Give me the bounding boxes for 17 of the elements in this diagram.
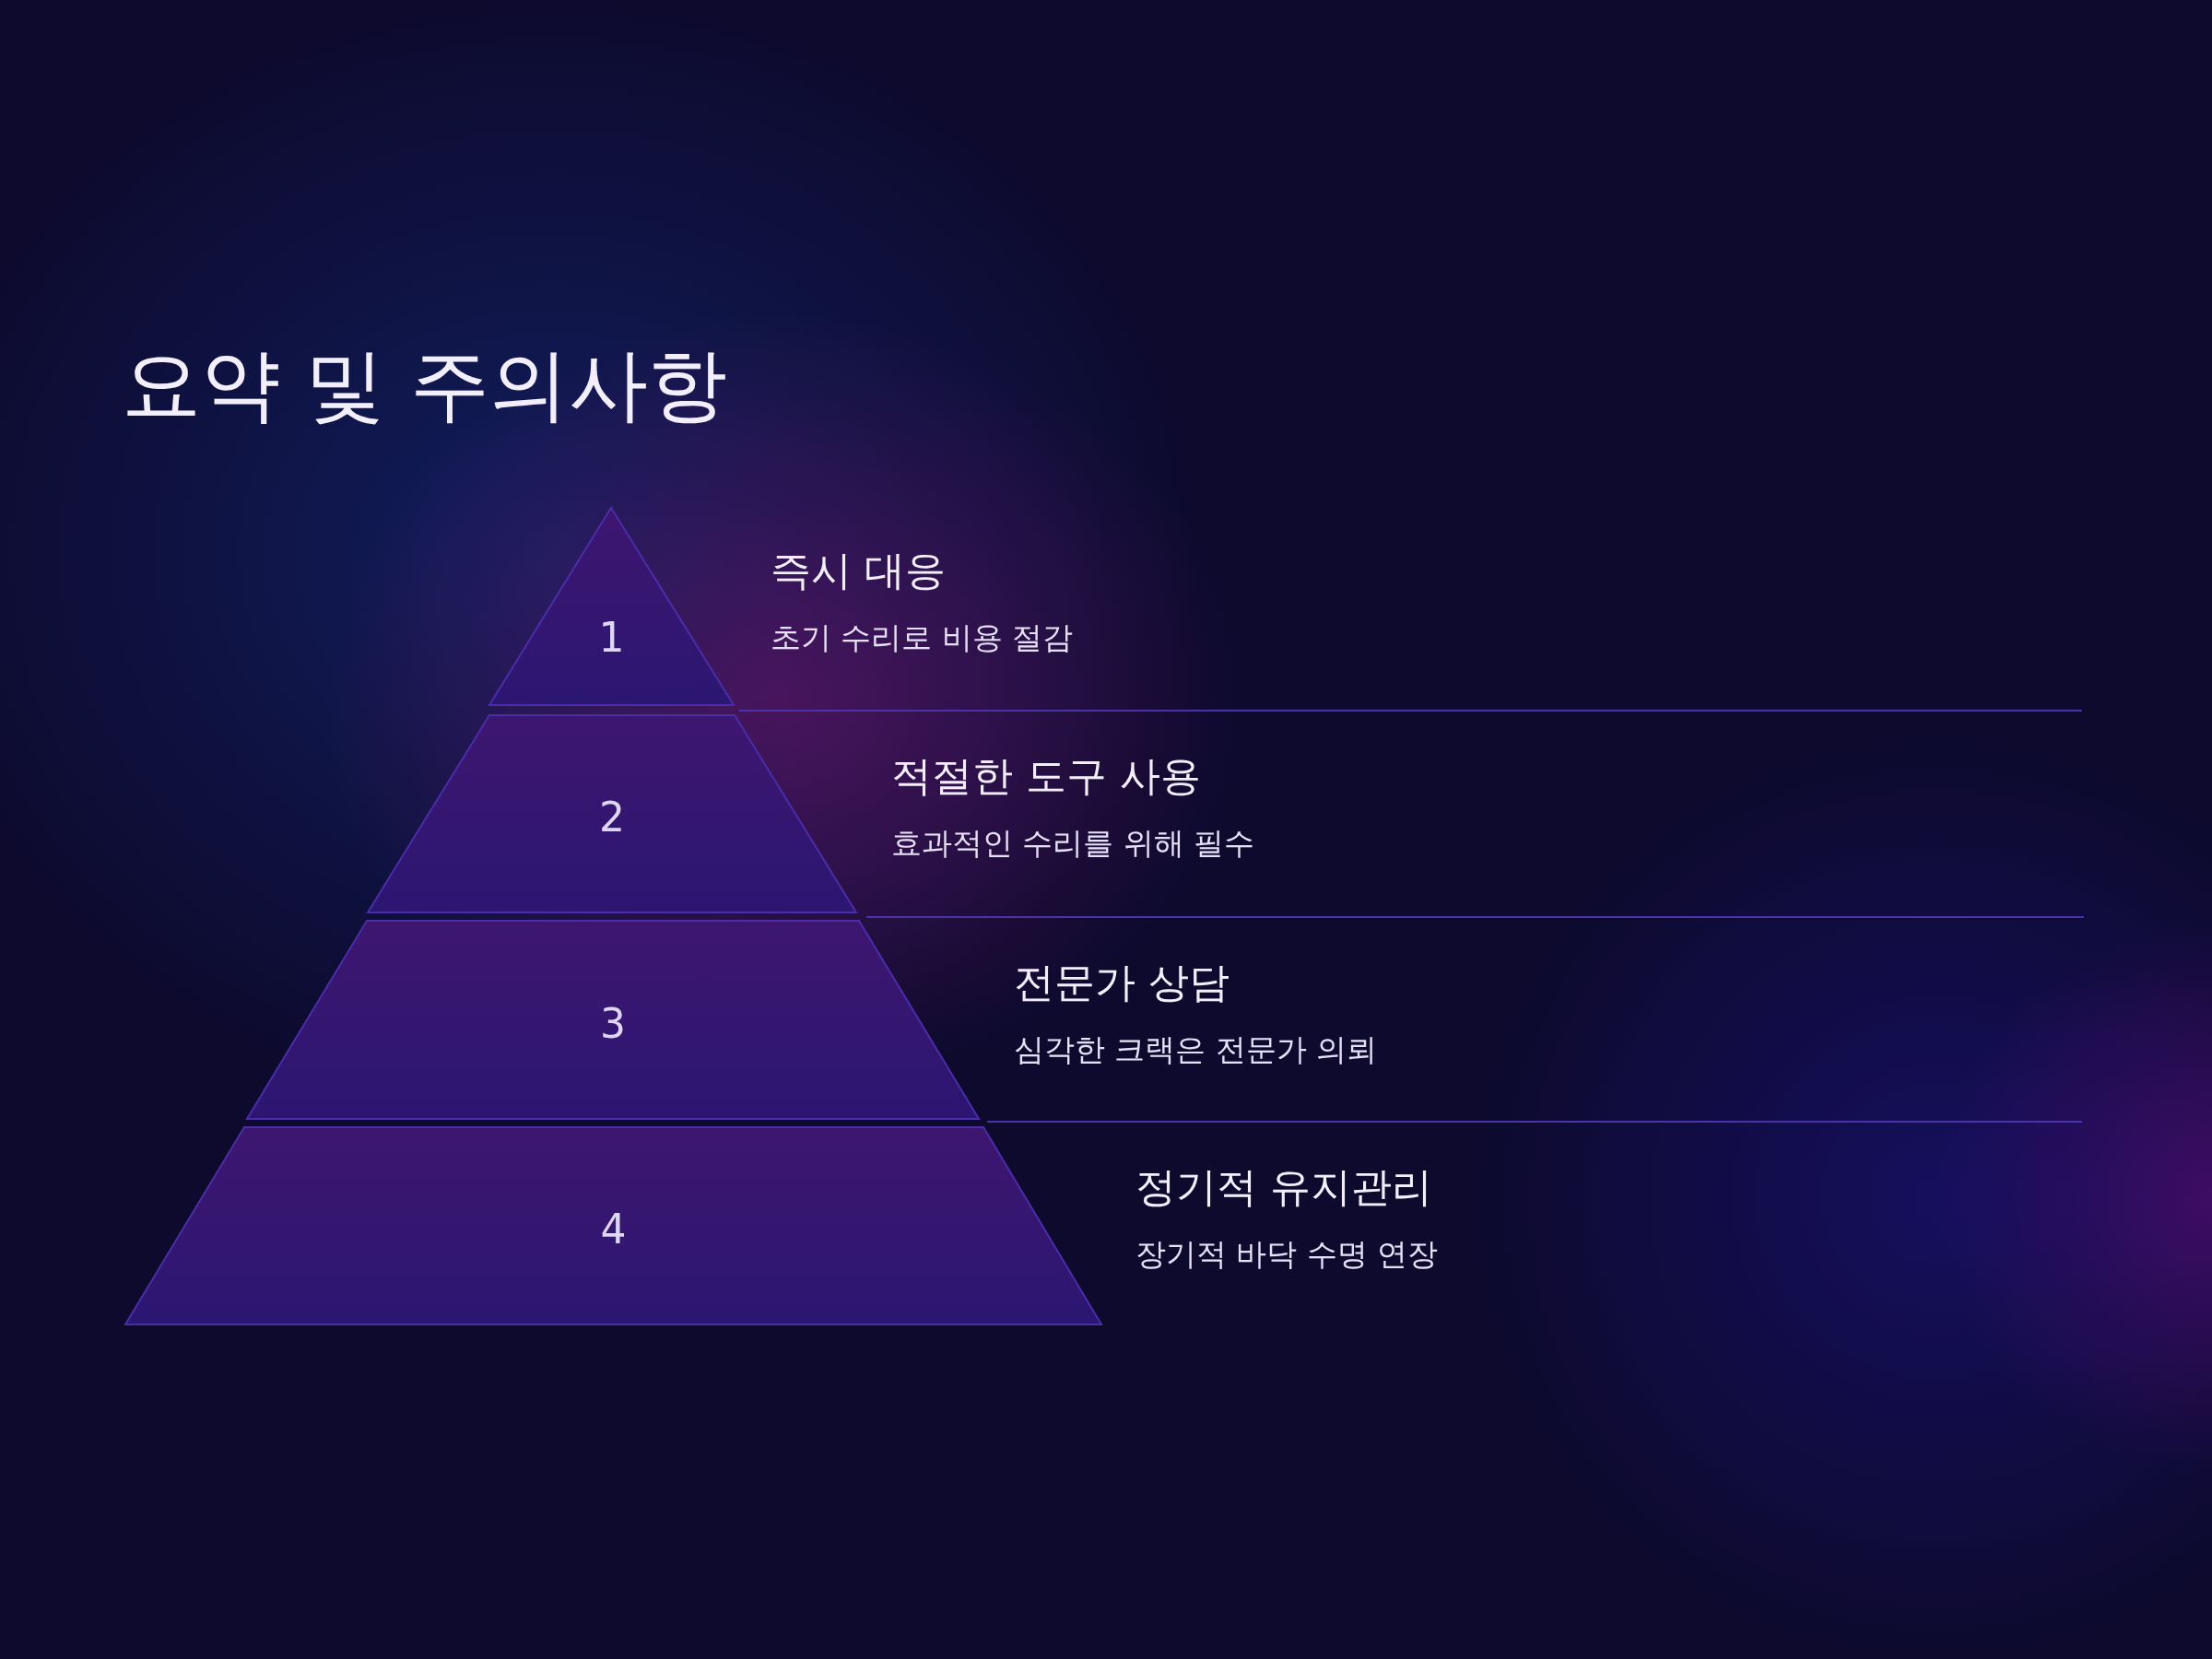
level-description: 심각한 크랙은 전문가 의뢰 xyxy=(1014,1030,1378,1069)
pyramid-level xyxy=(368,715,856,912)
level-heading: 정기적 유지관리 xyxy=(1135,1162,1432,1212)
level-description: 초기 수리로 비용 절감 xyxy=(771,618,1074,657)
level-heading: 적절한 도구 사용 xyxy=(891,751,1201,801)
level-number: 2 xyxy=(598,794,626,841)
level-number: 4 xyxy=(599,1206,628,1253)
level-description: 장기적 바닥 수명 연장 xyxy=(1135,1235,1439,1274)
level-description: 효과적인 수리를 위해 필수 xyxy=(891,824,1255,863)
level-number: 1 xyxy=(597,614,626,661)
title: 요약 및 주의사항 xyxy=(122,337,727,432)
pyramid-level xyxy=(247,921,979,1119)
pyramid-level xyxy=(489,508,734,705)
level-heading: 즉시 대응 xyxy=(771,546,946,595)
level-number: 3 xyxy=(599,999,627,1047)
level-heading: 전문가 상담 xyxy=(1014,958,1230,1007)
pyramid-level xyxy=(125,1127,1101,1324)
